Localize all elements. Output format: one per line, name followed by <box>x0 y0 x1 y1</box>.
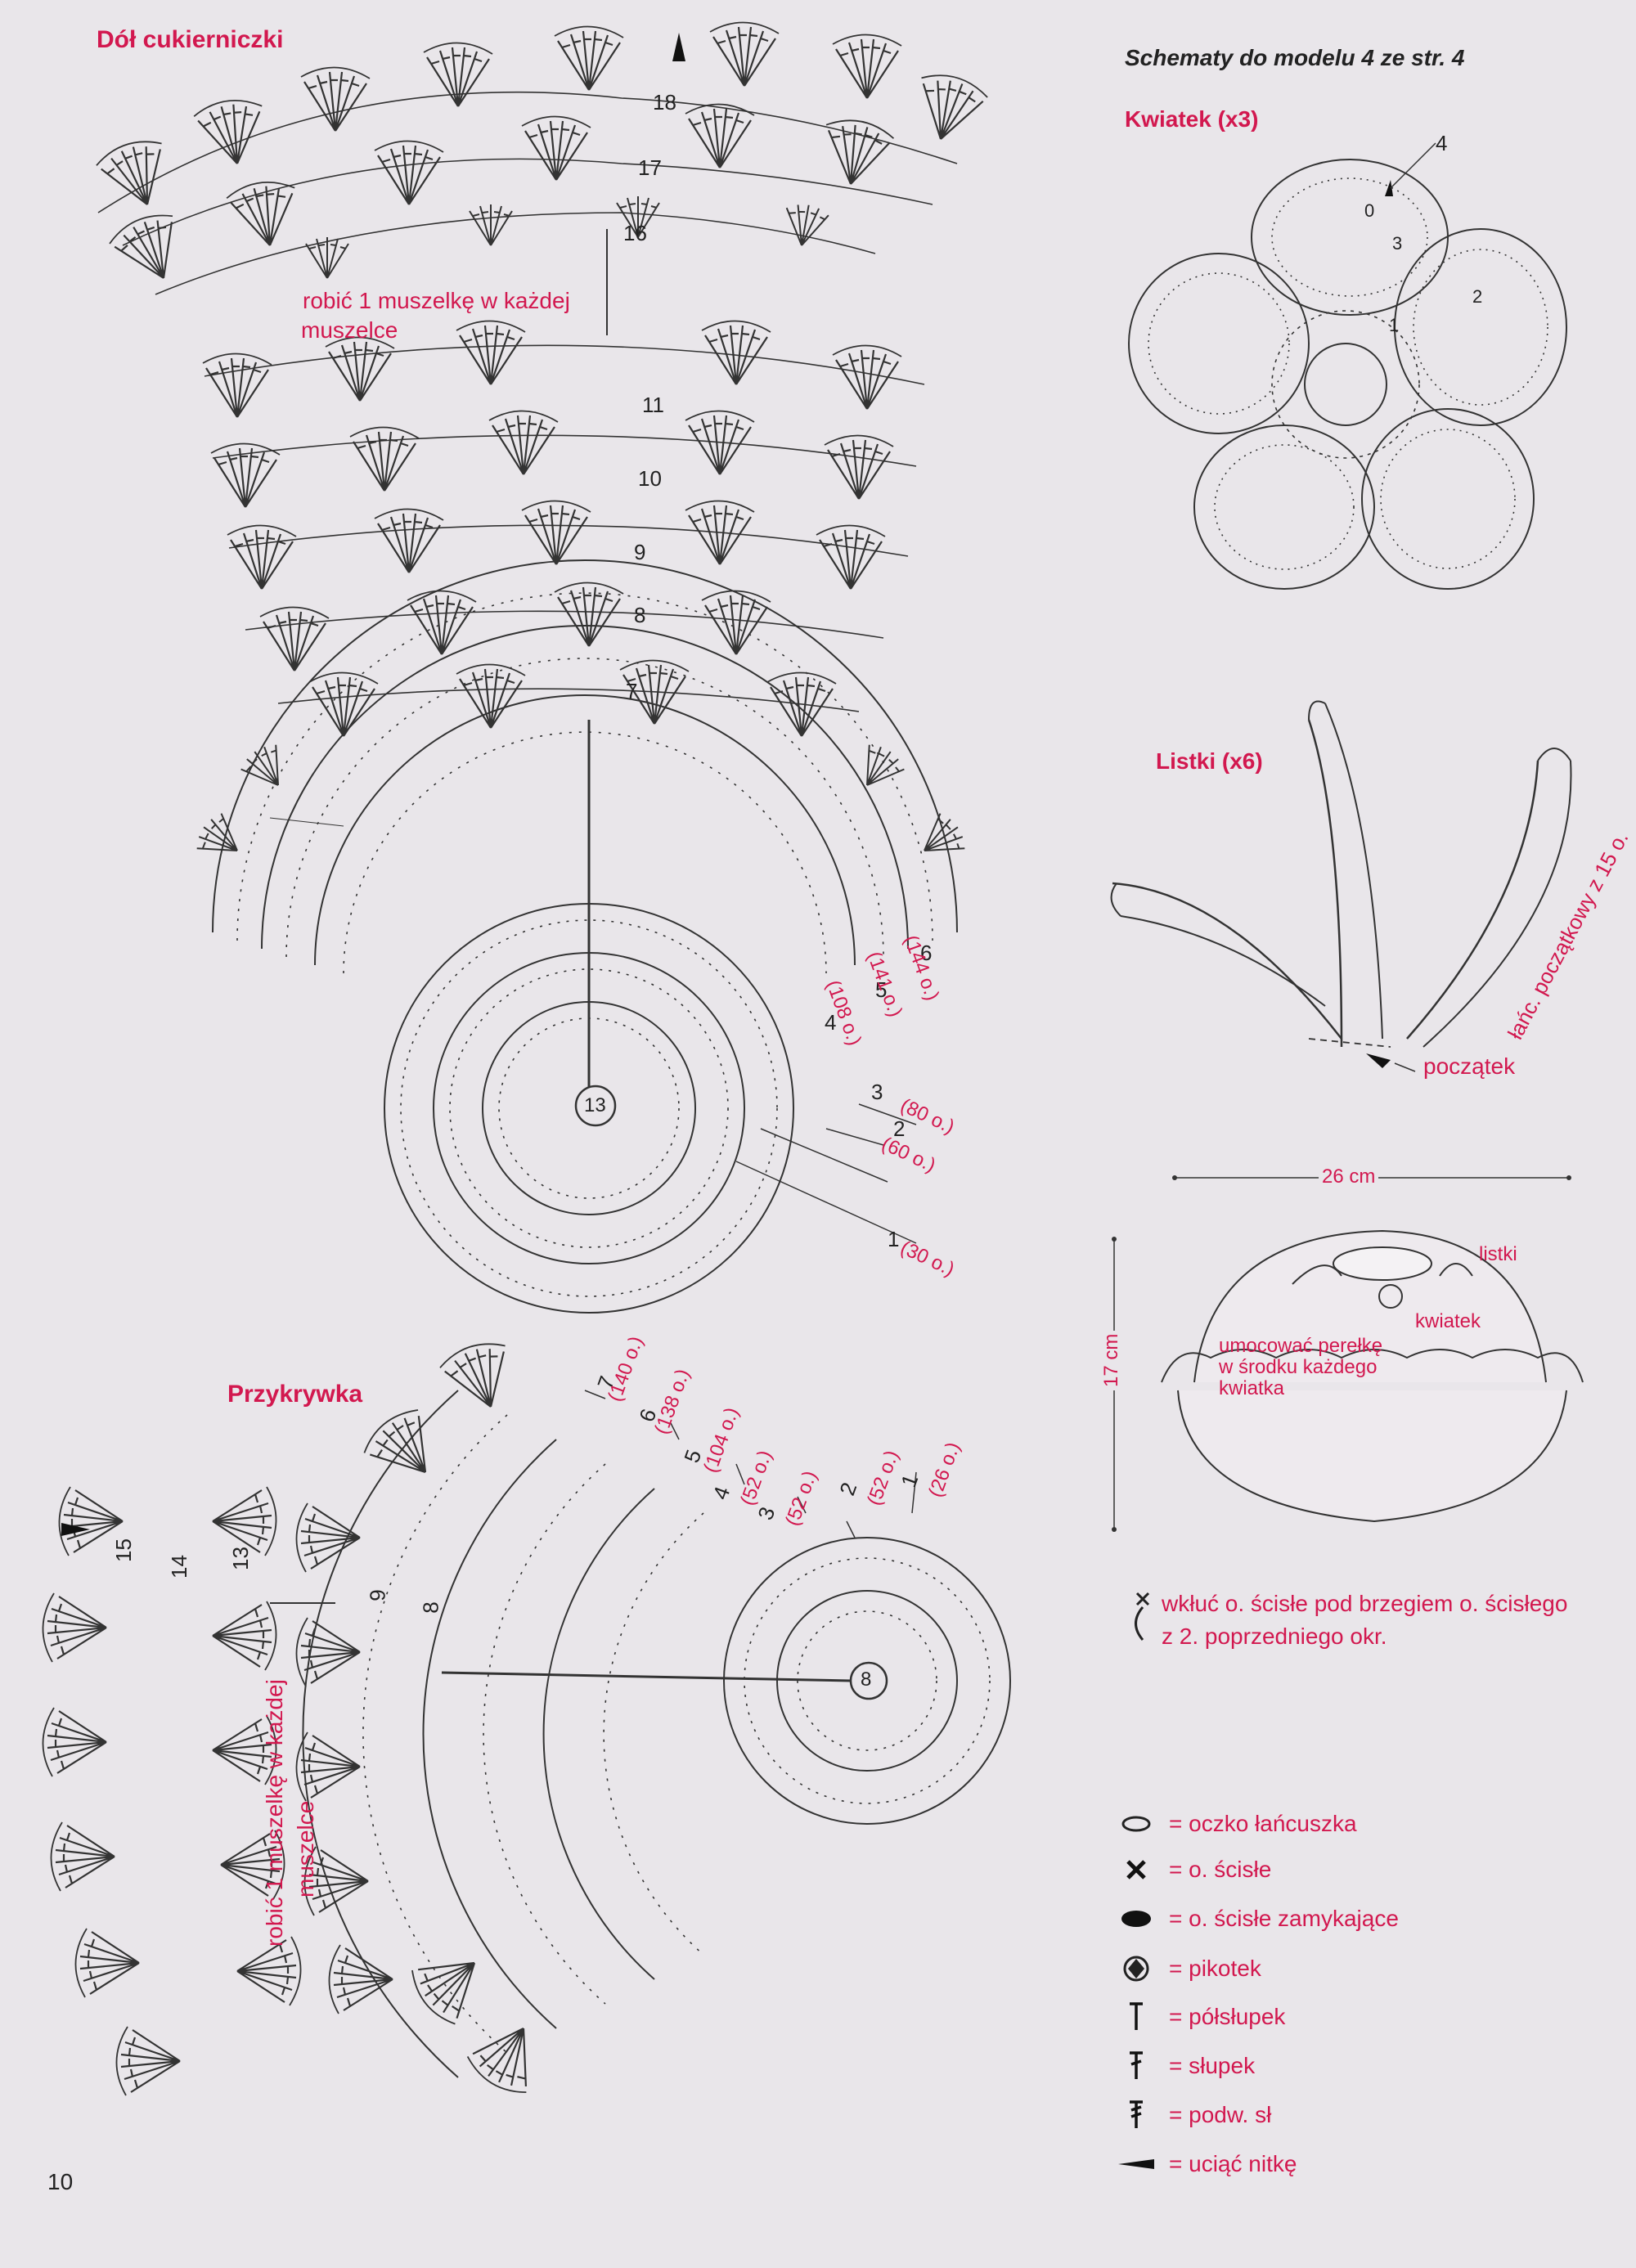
special-stitch-line2: z 2. poprzedniego okr. <box>1162 1624 1387 1649</box>
bottom-lace-middle-band <box>191 320 971 869</box>
special-stitch-icon <box>1135 1592 1150 1641</box>
legend-item: = półsłupek <box>1117 1997 1285 2037</box>
bottom-center-label: 13 <box>584 1094 606 1116</box>
flower-label-0: 0 <box>1364 200 1375 221</box>
lid-note-line1: robić 1 muszelkę w każdej <box>262 1679 287 1947</box>
lid-title: Przykrywka <box>227 1381 363 1408</box>
lid-row-label: 15 <box>110 1538 136 1562</box>
lid-center-label: 8 <box>861 1668 872 1691</box>
lid-row-label: 9 <box>365 1589 390 1601</box>
treble-crochet-icon <box>1117 2095 1156 2135</box>
legend-item: = o. ścisłe zamykające <box>1117 1899 1399 1938</box>
lid-row-label: 8 <box>418 1601 443 1614</box>
bowl-height-label: 17 cm <box>1100 1330 1123 1390</box>
legend-item: = o. ścisłe <box>1117 1850 1271 1889</box>
leaves-start-label: początek <box>1423 1053 1516 1079</box>
bowl-note-line3: kwiatka <box>1219 1377 1285 1399</box>
legend-item: = uciąć nitkę <box>1117 2144 1297 2184</box>
bottom-round-number: 1 <box>888 1227 900 1251</box>
bowl-width-label: 26 cm <box>1319 1165 1379 1188</box>
bottom-row-label: 11 <box>642 393 664 417</box>
bottom-round-number: 6 <box>920 941 933 965</box>
flower-diagram <box>1128 142 1567 590</box>
bottom-row-label: 16 <box>623 221 647 245</box>
bottom-row-label: 9 <box>634 540 646 564</box>
bowl-note-line1: umocować perełkę <box>1219 1335 1383 1357</box>
bottom-row-label: 17 <box>638 155 662 180</box>
legend-item: = oczko łańcuszka <box>1117 1804 1357 1844</box>
bowl-illustration <box>1112 1175 1584 1532</box>
flower-label-2: 2 <box>1472 286 1483 307</box>
bottom-note-line1: robić 1 muszelkę w każdej <box>303 288 570 313</box>
bottom-round-number: 4 <box>825 1010 837 1035</box>
page-number: 10 <box>47 2169 74 2194</box>
bottom-row-label: 7 <box>626 679 638 703</box>
flower-title: Kwiatek (x3) <box>1125 106 1259 132</box>
legend-item: = słupek <box>1117 2046 1255 2086</box>
half-double-crochet-icon <box>1117 1997 1156 2037</box>
lid-row-label: 13 <box>227 1547 253 1570</box>
bowl-flower-label: kwiatek <box>1415 1310 1481 1332</box>
bottom-row-label: 8 <box>634 603 646 627</box>
picot-icon <box>1117 1949 1156 1988</box>
lid-lace <box>42 817 1011 2102</box>
bottom-rounds <box>212 559 958 1314</box>
bottom-row-label: 18 <box>653 90 676 115</box>
bottom-round-number: 3 <box>871 1080 883 1104</box>
chain-stitch-icon <box>1117 1804 1156 1844</box>
flower-label-1: 1 <box>1389 315 1400 335</box>
bowl-leaves-label: listki <box>1479 1243 1517 1265</box>
bottom-row-label: 10 <box>638 466 662 491</box>
slip-stitch-icon <box>1117 1899 1156 1938</box>
bottom-note-line2: muszelce <box>301 317 398 343</box>
lid-row-label: 14 <box>166 1555 191 1579</box>
bowl-note-line2: w środku każdego <box>1219 1356 1378 1378</box>
lid-note-line2: muszelce <box>293 1800 318 1897</box>
bottom-round-number: 2 <box>893 1116 906 1141</box>
flower-label-4: 4 <box>1436 131 1448 155</box>
legend-item: = podw. sł <box>1117 2095 1271 2135</box>
flower-label-3: 3 <box>1392 233 1403 254</box>
schemes-heading: Schematy do modelu 4 ze str. 4 <box>1125 45 1465 70</box>
bottom-part-title: Dół cukierniczki <box>97 26 284 53</box>
single-crochet-icon <box>1117 1850 1156 1889</box>
legend-item: = pikotek <box>1117 1949 1261 1988</box>
special-stitch-line1: wkłuć o. ścisłe pod brzegiem o. ścisłego <box>1162 1591 1568 1616</box>
bottom-lace-top-band <box>92 21 991 335</box>
cut-thread-icon <box>1117 2144 1156 2184</box>
double-crochet-icon <box>1117 2046 1156 2086</box>
bottom-round-number: 5 <box>875 977 888 1002</box>
leaves-title: Listki (x6) <box>1156 748 1263 774</box>
leaves-diagram <box>1110 700 1572 1072</box>
